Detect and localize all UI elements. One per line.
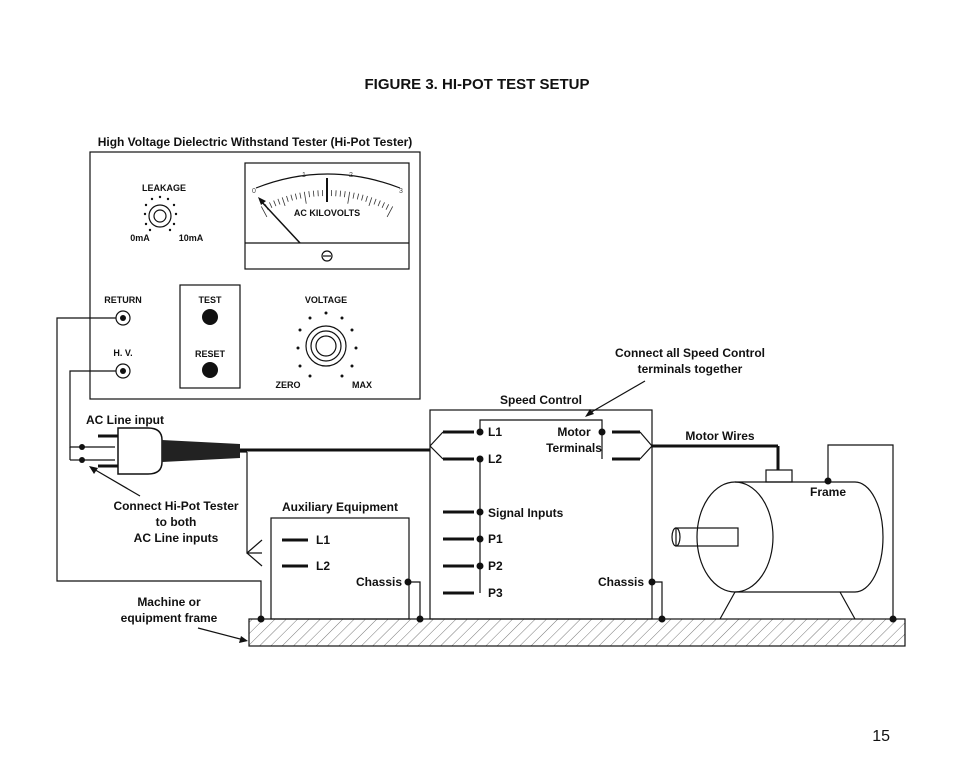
meter-tick	[281, 197, 286, 207]
p1-label: P1	[488, 532, 503, 546]
reset-button[interactable]	[202, 362, 218, 378]
motor-wires-label: Motor Wires	[685, 429, 755, 443]
meter-tick	[339, 190, 342, 197]
meter-tick	[303, 191, 307, 204]
page-number: 15	[872, 728, 890, 745]
ac-line-input-label: AC Line input	[86, 413, 164, 427]
p3-label: P3	[488, 586, 503, 600]
motor-terminals-label-2: Terminals	[546, 441, 602, 455]
meter-tick	[277, 198, 281, 205]
aux-chassis-label: Chassis	[356, 575, 402, 589]
aux-title: Auxiliary Equipment	[282, 500, 398, 514]
meter-tick	[377, 200, 381, 207]
leakage-max-label: 10mA	[179, 233, 204, 243]
sc-l2-label: L2	[488, 452, 502, 466]
meter-tick	[347, 191, 351, 204]
figure-title: FIGURE 3. HI-POT TEST SETUP	[364, 76, 590, 93]
machine-frame-label-1: Machine or	[137, 595, 201, 609]
meter-tick	[294, 193, 298, 200]
voltage-label: VOLTAGE	[305, 295, 347, 305]
meter-tick	[356, 193, 360, 200]
signal-inputs-label: Signal Inputs	[488, 506, 564, 520]
test-reset-box	[179, 284, 241, 389]
connect-note-line-2: to both	[156, 515, 197, 529]
meter-tick	[361, 194, 364, 201]
meter-tick	[273, 200, 277, 207]
return-label: RETURN	[104, 295, 142, 305]
meter-tick	[312, 190, 315, 197]
return-jack[interactable]	[115, 310, 131, 326]
voltage-knob[interactable]	[296, 311, 358, 378]
connect-note-line-3: AC Line inputs	[134, 531, 219, 545]
meter-tick	[299, 192, 302, 199]
meter-tick	[352, 192, 355, 199]
connect-note-line-1: Connect Hi-Pot Tester	[113, 499, 238, 513]
tester-title: High Voltage Dielectric Withstand Tester…	[98, 135, 413, 149]
kilovolt-meter	[244, 162, 410, 270]
meter-tick	[386, 206, 394, 218]
machine-frame-label-2: equipment frame	[121, 611, 218, 625]
hv-jack[interactable]	[115, 363, 131, 379]
hv-label: H. V.	[113, 348, 132, 358]
test-label: TEST	[198, 295, 222, 305]
meter-scale-0: 0	[252, 188, 256, 195]
tester-panel	[89, 151, 421, 400]
aux-box	[270, 517, 410, 620]
voltage-max-label: MAX	[352, 380, 372, 390]
frame-label: Frame	[810, 485, 846, 499]
speed-note-line-2: terminals together	[638, 362, 743, 376]
meter-scale-3: 3	[399, 188, 403, 195]
aux-l2-label: L2	[316, 559, 330, 573]
meter-label: AC KILOVOLTS	[294, 208, 360, 218]
meter-tick	[269, 202, 273, 209]
meter-tick	[368, 197, 373, 207]
meter-tick	[381, 202, 385, 209]
motor-terminals-label-1: Motor	[557, 425, 591, 439]
leakage-knob[interactable]	[143, 195, 178, 232]
sc-chassis-label: Chassis	[598, 575, 644, 589]
ac-plug	[98, 427, 240, 475]
leakage-label: LEAKAGE	[142, 183, 186, 193]
speed-note-line-1: Connect all Speed Control	[615, 346, 765, 360]
leakage-min-label: 0mA	[130, 233, 150, 243]
speed-control-title: Speed Control	[500, 393, 582, 407]
meter-scale-2: 2	[349, 172, 353, 179]
sc-l1-label: L1	[488, 425, 502, 439]
test-button[interactable]	[202, 309, 218, 325]
meter-tick	[286, 195, 289, 202]
hv-wire	[69, 370, 116, 448]
aux-l1-label: L1	[316, 533, 330, 547]
meter-tick	[290, 194, 293, 201]
meter-zero-adjust-screw[interactable]	[321, 250, 333, 262]
voltage-zero-label: ZERO	[275, 380, 300, 390]
meter-tick	[308, 191, 310, 198]
p2-label: P2	[488, 559, 503, 573]
return-wire	[56, 317, 262, 619]
meter-tick	[385, 204, 390, 210]
reset-label: RESET	[195, 349, 226, 359]
meter-tick	[260, 206, 268, 218]
meter-tick	[373, 198, 377, 205]
meter-tick	[344, 191, 346, 198]
meter-scale-1: 1	[302, 172, 306, 179]
machine-frame	[248, 618, 906, 647]
meter-tick	[365, 195, 368, 202]
motor	[671, 469, 884, 620]
